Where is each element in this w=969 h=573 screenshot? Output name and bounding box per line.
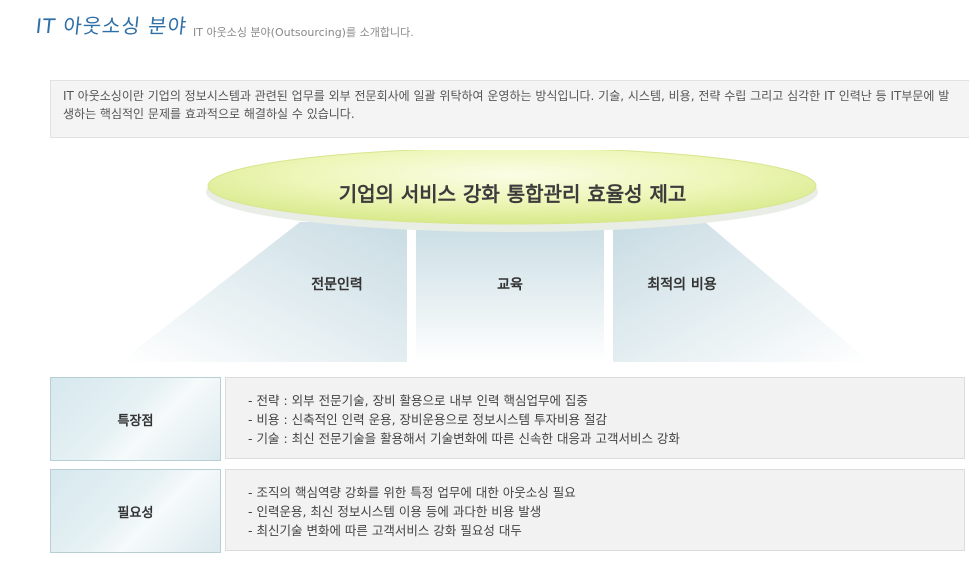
pillar-center (416, 222, 604, 362)
pillar-label-experts: 전문인력 (311, 277, 363, 293)
intro-text: IT 아웃소싱이란 기업의 정보시스템과 관련된 업무를 외부 전문회사에 일괄… (63, 89, 950, 121)
list-item: - 인력운용, 최신 정보시스템 이용 등에 과다한 비용 발생 (248, 504, 542, 519)
necessity-body: - 조직의 핵심역량 강화를 위한 특정 업무에 대한 아웃소싱 필요 - 인력… (225, 469, 965, 551)
outsourcing-diagram: 기업의 서비스 강화 통합관리 효율성 제고 전문인력 교육 최적의 비용 (0, 150, 969, 370)
intro-box: IT 아웃소싱이란 기업의 정보시스템과 관련된 업무를 외부 전문회사에 일괄… (50, 80, 969, 138)
pillar-slope-left (120, 222, 407, 362)
list-item: - 비용 : 신축적인 인력 운용, 장비운용으로 정보시스템 투자비용 절감 (248, 412, 607, 427)
features-body: - 전략 : 외부 전문기술, 장비 활용으로 내부 인력 핵심업무에 집중 -… (225, 377, 965, 459)
features-label: 특장점 (50, 377, 221, 461)
page-title: IT 아웃소싱 분야 (34, 14, 189, 38)
goal-text: 기업의 서비스 강화 통합관리 효율성 제고 (338, 182, 687, 206)
list-item: - 조직의 핵심역량 강화를 위한 특정 업무에 대한 아웃소싱 필요 (248, 485, 576, 500)
pillar-label-cost: 최적의 비용 (647, 277, 717, 293)
pillar-label-education: 교육 (497, 277, 523, 293)
list-item: - 기술 : 최신 전문기술을 활용해서 기술변화에 따른 신속한 대응과 고객… (248, 431, 680, 446)
page-subtitle: IT 아웃소싱 분야(Outsourcing)를 소개합니다. (193, 26, 414, 39)
pillar-slope-right (613, 222, 870, 362)
goal-ellipse (207, 150, 817, 225)
list-item: - 전략 : 외부 전문기술, 장비 활용으로 내부 인력 핵심업무에 집중 (248, 393, 588, 408)
diagram-graphic (120, 150, 870, 362)
necessity-label: 필요성 (50, 469, 221, 553)
list-item: - 최신기술 변화에 따른 고객서비스 강화 필요성 대두 (248, 523, 522, 538)
